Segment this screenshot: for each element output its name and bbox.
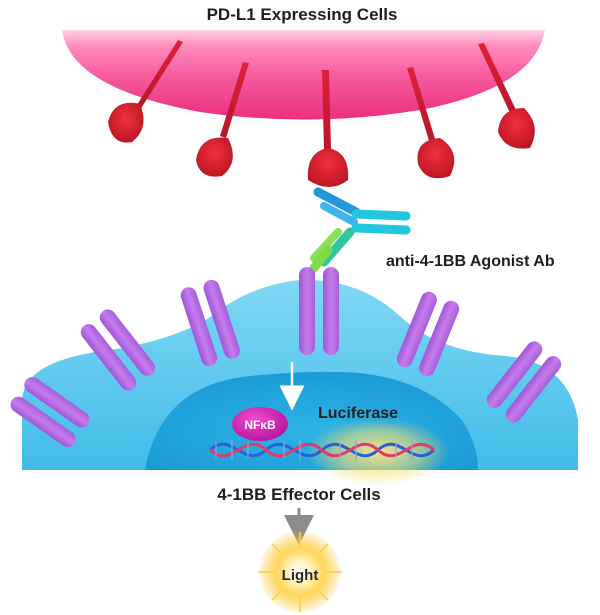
- 4-1bb-receptor: [299, 267, 339, 355]
- luciferase-glow: [306, 418, 450, 486]
- pd-l1-ligand: [478, 43, 535, 149]
- pd-l1-ligand: [108, 40, 183, 143]
- 4-1bb-receptor: [80, 309, 156, 391]
- pd-l1-cells-label: PD-L1 Expressing Cells: [207, 5, 398, 24]
- pd-l1-expressing-cell: [62, 30, 545, 120]
- pd-l1-ligand: [196, 62, 249, 177]
- 4-1bb-receptor: [396, 291, 460, 377]
- light-label: Light: [282, 567, 319, 584]
- dna-helix: [208, 440, 436, 460]
- light-burst: [258, 530, 342, 614]
- anti-4-1bb-agonist-antibody: [309, 187, 411, 273]
- pd-l1-ligand: [407, 67, 455, 179]
- 4-1bb-receptor: [180, 279, 240, 367]
- effector-cells-label: 4-1BB Effector Cells: [217, 485, 380, 504]
- antibody-label: anti-4-1BB Agonist Ab: [386, 253, 555, 270]
- pd-l1-ligands: [108, 40, 535, 187]
- nfkb-label: NFκB: [244, 418, 276, 432]
- 4-1bb-receptor: [486, 341, 562, 423]
- 4-1bb-receptors: [10, 267, 562, 448]
- pd-l1-ligand: [307, 70, 349, 187]
- 4-1bb-receptor: [10, 376, 90, 448]
- luciferase-label: Luciferase: [318, 405, 398, 422]
- nfkb-molecule: [232, 407, 288, 441]
